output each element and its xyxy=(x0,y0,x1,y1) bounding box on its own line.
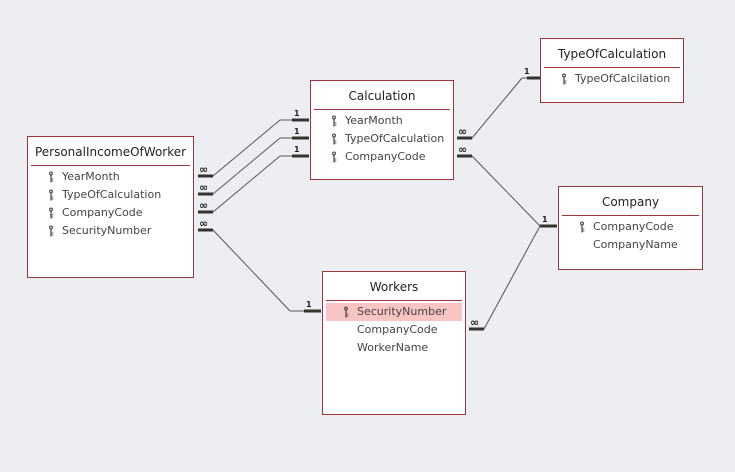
field-label: WorkerName xyxy=(357,341,429,354)
table-divider xyxy=(326,300,462,301)
field-companycode[interactable]: CompanyCode xyxy=(559,218,702,236)
table-title[interactable]: Calculation xyxy=(348,89,416,103)
relationship-calc-type[interactable]: ∞ 1 xyxy=(457,67,540,140)
field-label: CompanyCode xyxy=(357,323,438,336)
field-list: TypeOfCalcilation xyxy=(541,70,683,88)
table-divider xyxy=(544,67,680,68)
relationship-calc-company[interactable]: ∞ 1 xyxy=(457,143,557,228)
field-securitynumber[interactable]: SecurityNumber xyxy=(28,222,193,240)
field-label: TypeOfCalculation xyxy=(62,188,162,201)
table-divider xyxy=(31,165,190,166)
field-label: SecurityNumber xyxy=(62,224,152,237)
cardinality-many-label: ∞ xyxy=(470,316,479,329)
cardinality-one-label: 1 xyxy=(294,145,300,154)
field-label: TypeOfCalcilation xyxy=(575,72,671,85)
field-label: YearMonth xyxy=(345,114,403,127)
primary-key-icon xyxy=(580,221,585,233)
field-label: SecurityNumber xyxy=(357,305,447,318)
table-title[interactable]: TypeOfCalculation xyxy=(557,47,667,61)
field-list: SecurityNumber CompanyCode WorkerName xyxy=(323,303,465,357)
field-label: YearMonth xyxy=(62,170,120,183)
primary-key-icon xyxy=(49,207,54,219)
table-workers[interactable]: Workers SecurityNumber CompanyCode Worke… xyxy=(322,271,466,415)
table-divider xyxy=(562,215,699,216)
primary-key-icon xyxy=(332,115,337,127)
primary-key-icon xyxy=(49,189,54,201)
relationship-securitynumber[interactable]: ∞ 1 xyxy=(198,217,321,313)
field-yearmonth[interactable]: YearMonth xyxy=(28,168,193,186)
cardinality-many-label: ∞ xyxy=(458,143,467,156)
field-yearmonth[interactable]: YearMonth xyxy=(311,112,453,130)
field-securitynumber[interactable]: SecurityNumber xyxy=(326,303,462,321)
relationship-yearmonth[interactable]: ∞ 1 xyxy=(198,109,309,178)
cardinality-many-label: ∞ xyxy=(199,181,208,194)
table-personalincomeofworker[interactable]: PersonalIncomeOfWorker YearMonth TypeOfC… xyxy=(27,136,194,278)
primary-key-icon xyxy=(49,225,54,237)
table-title[interactable]: Workers xyxy=(369,280,419,294)
table-title[interactable]: PersonalIncomeOfWorker xyxy=(34,145,187,159)
field-label: TypeOfCalculation xyxy=(345,132,445,145)
primary-key-icon xyxy=(332,151,337,163)
cardinality-many-label: ∞ xyxy=(199,199,208,212)
field-companycode[interactable]: CompanyCode xyxy=(323,321,465,339)
field-list: CompanyCode CompanyName xyxy=(559,218,702,254)
field-label: CompanyName xyxy=(593,238,678,251)
table-divider xyxy=(314,109,450,110)
field-companycode[interactable]: CompanyCode xyxy=(311,148,453,166)
cardinality-one-label: 1 xyxy=(294,127,300,136)
cardinality-one-label: 1 xyxy=(294,109,300,118)
field-list: YearMonth TypeOfCalculation CompanyCode xyxy=(311,112,453,166)
table-title[interactable]: Company xyxy=(601,195,660,209)
table-company[interactable]: Company CompanyCode CompanyName xyxy=(558,186,703,270)
relationship-typeofcalculation[interactable]: ∞ 1 xyxy=(198,127,309,196)
field-companycode[interactable]: CompanyCode xyxy=(28,204,193,222)
cardinality-one-label: 1 xyxy=(542,215,548,224)
relationship-workers-company[interactable]: ∞ xyxy=(469,225,541,331)
field-typeofcalcilation[interactable]: TypeOfCalcilation xyxy=(541,70,683,88)
primary-key-icon xyxy=(49,171,54,183)
table-calculation[interactable]: Calculation YearMonth TypeOfCalculation … xyxy=(310,80,454,180)
table-typeofcalculation[interactable]: TypeOfCalculation TypeOfCalcilation xyxy=(540,38,684,103)
field-list: YearMonth TypeOfCalculation CompanyCode … xyxy=(28,168,193,240)
field-workername[interactable]: WorkerName xyxy=(323,339,465,357)
cardinality-many-label: ∞ xyxy=(199,163,208,176)
relationship-companycode[interactable]: ∞ 1 xyxy=(198,145,309,214)
field-label: CompanyCode xyxy=(345,150,426,163)
cardinality-one-label: 1 xyxy=(524,67,530,76)
primary-key-icon xyxy=(344,306,349,318)
cardinality-many-label: ∞ xyxy=(199,217,208,230)
field-label: CompanyCode xyxy=(62,206,143,219)
primary-key-icon xyxy=(562,73,567,85)
primary-key-icon xyxy=(332,133,337,145)
field-companyname[interactable]: CompanyName xyxy=(559,236,702,254)
cardinality-many-label: ∞ xyxy=(458,125,467,138)
field-typeofcalculation[interactable]: TypeOfCalculation xyxy=(28,186,193,204)
field-typeofcalculation[interactable]: TypeOfCalculation xyxy=(311,130,453,148)
cardinality-one-label: 1 xyxy=(306,300,312,309)
field-label: CompanyCode xyxy=(593,220,674,233)
